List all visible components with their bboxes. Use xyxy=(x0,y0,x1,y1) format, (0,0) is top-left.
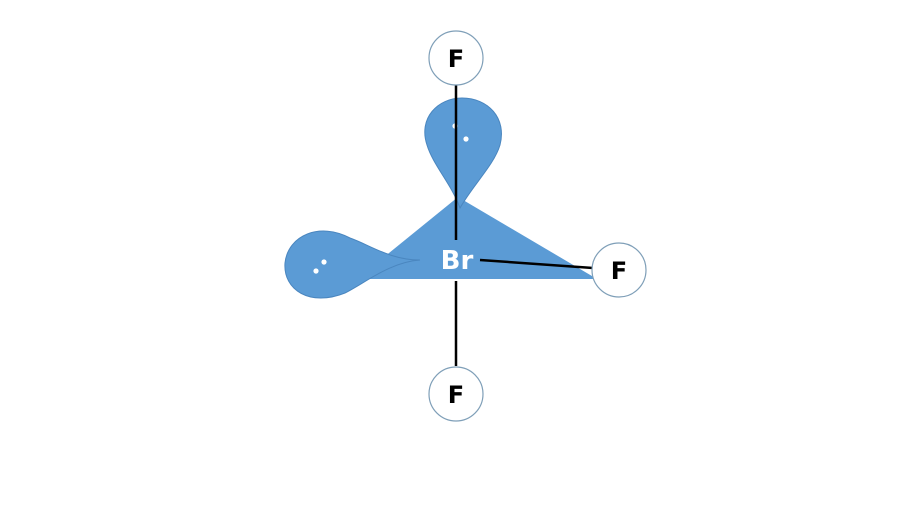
atom-f-top: F xyxy=(428,30,484,86)
atom-f-top-circle xyxy=(428,30,484,86)
central-atom-label: Br xyxy=(441,246,474,276)
bond-right xyxy=(479,258,594,270)
electron-dot-left-2 xyxy=(321,259,327,265)
lone-pair-lobe-top xyxy=(424,97,502,210)
atom-f-bottom: F xyxy=(428,366,484,422)
atom-f-right: F xyxy=(591,242,647,298)
atom-f-bottom-circle xyxy=(428,366,484,422)
atom-f-right-circle xyxy=(591,242,647,298)
central-triangle xyxy=(357,197,597,279)
atom-f-right-label: F xyxy=(611,257,627,285)
electron-dot-left-1 xyxy=(313,268,319,274)
atom-f-top-label: F xyxy=(448,45,464,73)
lone-pair-lobe-left xyxy=(284,230,421,299)
electron-dot-top-2 xyxy=(463,136,469,142)
atom-f-bottom-label: F xyxy=(448,381,464,409)
